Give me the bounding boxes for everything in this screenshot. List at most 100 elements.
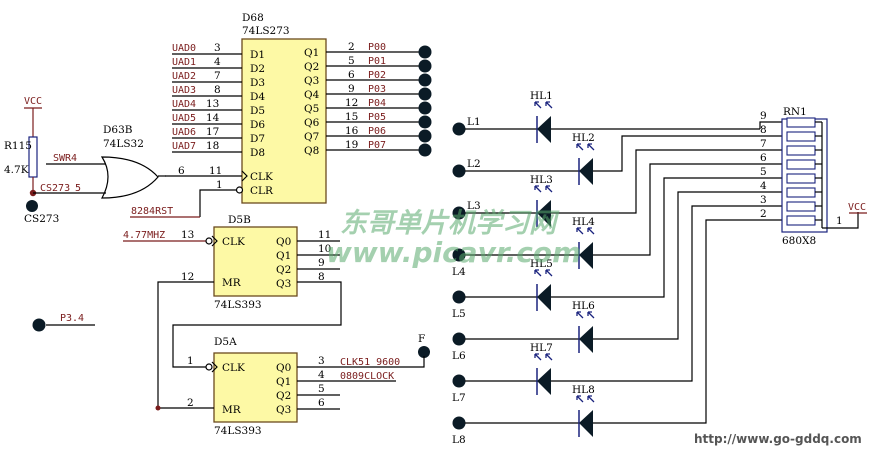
led-terminal-connector[interactable] [452,374,466,388]
d5b-body [213,226,298,297]
led-terminal-connector[interactable] [452,206,466,220]
rn1-common-wire [822,212,859,229]
port-connector[interactable] [418,129,432,143]
d68-output-net: P03 [368,84,386,95]
led-to-rn1-wire [759,121,787,129]
led-diode-icon [537,368,551,395]
port-connector[interactable] [418,101,432,115]
led-light-arrow-icon [545,269,553,277]
d68-output-pin: 6 [348,69,355,81]
d5a-output-pin: 5 [318,383,325,395]
resistor-r115: VCC R115 4.7K CS273 [4,96,59,225]
d5a-clk-triangle [211,361,218,373]
or-gate-symbol [100,156,159,199]
led-light-arrow-icon [534,269,542,277]
watermark-cn: 东哥单片机学习网 [340,208,560,239]
led-light-arrow-icon [576,227,584,235]
led-terminal-label: L6 [452,350,466,362]
led-ref: HL5 [530,258,553,270]
f-connector[interactable] [418,346,430,358]
d68-input-net: UAD0 [172,43,196,54]
d68-input-pin: 8 [214,84,221,96]
d68-input-pin: 18 [206,140,219,152]
led-terminal-connector[interactable] [452,290,466,304]
led-ref: HL1 [530,90,553,102]
d68-input-name: D8 [250,147,265,159]
port-connector[interactable] [418,59,432,73]
led-ref: HL7 [530,342,553,354]
gate-in2-label: CS273 [40,183,70,194]
d68-output-pin: 2 [348,41,355,53]
d68-ref: D68 [242,12,264,24]
led-to-rn1-wire [593,191,787,340]
d68-output-pin: 16 [345,125,359,137]
rn1-pin-label: 3 [760,194,767,206]
d5a-output-name: Q2 [276,390,291,402]
d5a-output-net: 0809CLOCK [340,371,394,382]
p34-connector[interactable] [32,318,46,332]
d68-clr-pin: 1 [216,179,223,191]
led-light-arrow-icon [576,395,584,403]
port-connector[interactable] [418,45,432,59]
d68-output-net: P06 [368,126,386,137]
rst-net-label: 8284RST [131,206,173,217]
d5b-output-name: Q3 [276,278,291,290]
d5b-clk-label: CLK [222,236,245,248]
led-light-arrow-icon [576,311,584,319]
cs273-connector[interactable] [26,200,38,212]
d68-output-net: P02 [368,70,386,81]
rn1-vcc-label: VCC [848,202,866,213]
d68-input-net: UAD1 [172,57,196,68]
d5b-output-name: Q1 [276,250,291,262]
d68-input-name: D2 [250,63,265,75]
rn1-ref: RN1 [783,106,807,118]
led-terminal-connector[interactable] [452,248,466,262]
d68-input-net: UAD2 [172,71,196,82]
r115-value: 4.7K [4,164,29,176]
led-terminal-connector[interactable] [452,122,466,136]
p34-terminal: P3.4 [32,313,95,332]
d68-input-net: UAD3 [172,85,196,96]
d68-output-name: Q3 [304,75,319,87]
led-terminal-connector[interactable] [452,332,466,346]
rn1-pin-label: 9 [760,110,767,122]
led-diode-icon [579,410,593,437]
port-connector[interactable] [418,87,432,101]
d5b-mr-label: MR [222,277,242,289]
port-connector[interactable] [418,73,432,87]
port-connector[interactable] [418,143,432,157]
chip-d5b: D5B 74LS393 4.77MHZ 13 CLK MR 12 Q011Q11… [123,214,340,311]
rn1-pin-label: 6 [760,152,767,164]
led-ref: HL3 [530,174,553,186]
led-light-arrow-icon [576,143,584,151]
mr-reset-wire [157,281,214,409]
rn1-resistor [786,187,816,198]
d68-input-pin: 14 [206,112,220,124]
led-to-rn1-wire [551,205,787,382]
gate-in1-label: SWR4 [53,153,77,164]
gate-part: 74LS32 [103,138,144,150]
d68-clk-pin: 11 [209,165,222,177]
r115-vcc-label: VCC [24,96,42,107]
d68-output-net: P01 [368,56,386,67]
d68-output-name: Q7 [304,131,319,143]
led-to-rn1-wire [593,163,787,256]
led-terminal-label: L8 [452,434,466,446]
led-terminal-connector[interactable] [452,164,466,178]
led-terminal-connector[interactable] [452,416,466,430]
led-to-rn1-wire [551,177,787,298]
d68-output-pin: 19 [345,139,358,151]
d68-output-name: Q8 [304,145,319,157]
rn1-pin-label: 5 [760,166,767,178]
rn1-value: 680X8 [782,235,816,247]
rn1-network: RN1 680X8 1 VCC [781,106,867,247]
port-connector[interactable] [418,115,432,129]
d5b-output-name: Q0 [276,236,291,248]
rn1-resistor [786,131,816,142]
d5b-clk-net: 4.77MHZ [123,230,165,241]
